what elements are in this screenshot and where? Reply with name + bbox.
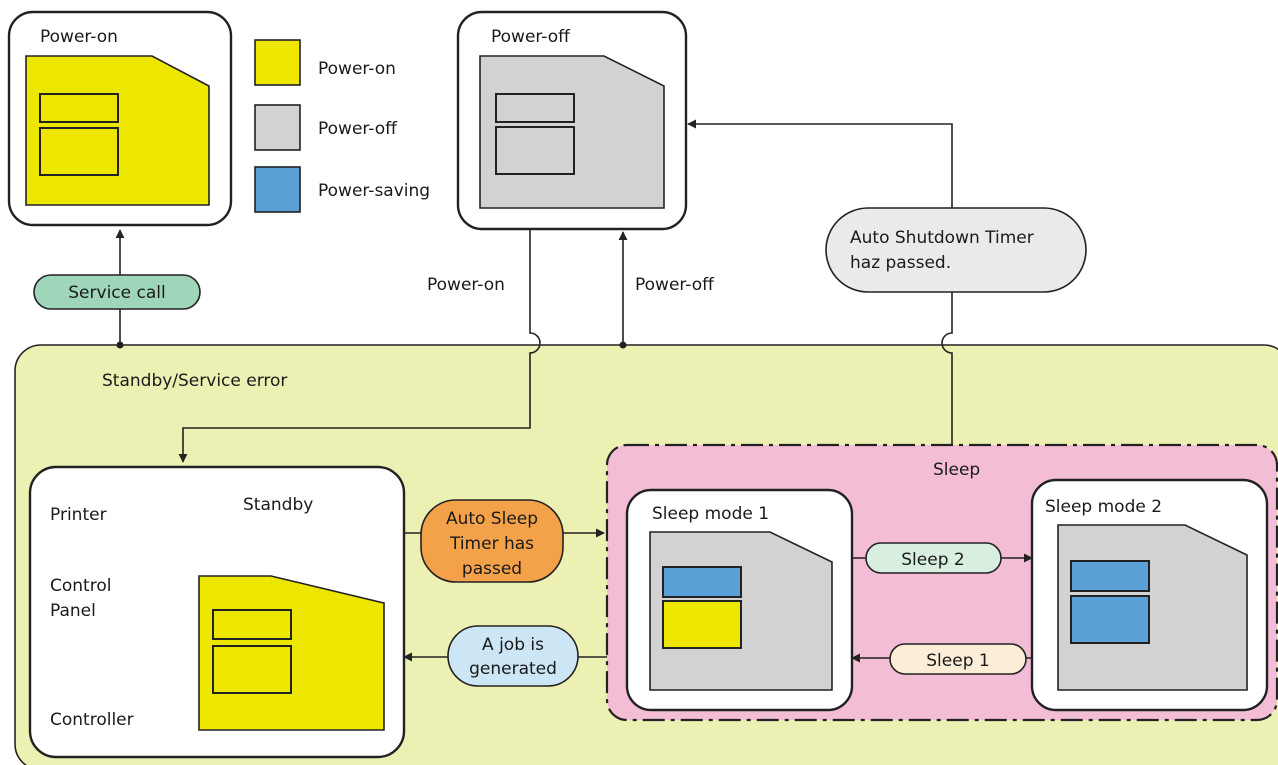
- power-off-device-icon: [479, 55, 665, 209]
- sleep1-pill: Sleep 1: [889, 643, 1027, 675]
- auto-sleep-line-2: Timer has: [449, 534, 534, 554]
- auto-sleep-line-1: Auto Sleep: [446, 509, 538, 529]
- legend-swatch-power-on: [254, 39, 301, 86]
- auto-shutdown-line-1: Auto Shutdown Timer: [850, 228, 1034, 248]
- auto-shutdown-pill: Auto Shutdown Timer haz passed.: [825, 207, 1087, 293]
- sleep-region-label: Sleep: [933, 460, 980, 480]
- service-call-pill: Service call: [33, 274, 201, 310]
- standby-service-error-label: Standby/Service error: [102, 371, 287, 391]
- sleep2-label: Sleep 2: [901, 550, 964, 570]
- power-on-title: Power-on: [40, 27, 118, 47]
- power-on-transition-label: Power-on: [427, 275, 505, 295]
- service-call-label: Service call: [68, 283, 165, 303]
- power-on-box: Power-on: [7, 10, 233, 227]
- junction-dot-service-call: [116, 341, 124, 349]
- standby-box: Standby Printer Control Panel Controller: [28, 465, 406, 759]
- job-generated-line-2: generated: [469, 659, 557, 679]
- legend: Power-on Power-off Power-saving: [254, 39, 430, 213]
- auto-sleep-line-3: passed: [462, 559, 522, 579]
- sleep-mode-1-box: Sleep mode 1: [625, 488, 854, 712]
- auto-shutdown-line-2: haz passed.: [850, 253, 951, 273]
- job-generated-pill: A job is generated: [447, 625, 579, 687]
- junction-dot-power-off: [619, 341, 627, 349]
- power-off-title: Power-off: [491, 27, 571, 47]
- power-off-box: Power-off: [456, 10, 688, 231]
- printer-callout-label: Printer: [50, 505, 107, 525]
- controller-rect: [212, 645, 292, 694]
- legend-swatch-power-off: [254, 104, 301, 151]
- sleep-mode-2-box: Sleep mode 2: [1030, 478, 1269, 712]
- controller-callout-label: Controller: [50, 710, 134, 730]
- legend-label-power-on: Power-on: [318, 59, 396, 79]
- legend-swatch-power-saving: [254, 166, 301, 213]
- sleep-mode-2-title: Sleep mode 2: [1045, 497, 1162, 517]
- power-off-transition-label: Power-off: [635, 275, 715, 295]
- auto-sleep-pill: Auto Sleep Timer has passed: [420, 499, 564, 583]
- standby-title: Standby: [243, 495, 313, 515]
- legend-label-power-off: Power-off: [318, 119, 398, 139]
- sleep1-label: Sleep 1: [926, 651, 989, 671]
- control-panel-callout-line-2: Panel: [50, 601, 96, 621]
- job-generated-line-1: A job is: [482, 635, 544, 655]
- control-panel-rect: [212, 609, 292, 640]
- sleep2-pill: Sleep 2: [865, 542, 1002, 574]
- sleep-mode-1-title: Sleep mode 1: [652, 504, 769, 524]
- control-panel-callout-line-1: Control: [50, 576, 111, 596]
- legend-label-power-saving: Power-saving: [318, 181, 430, 201]
